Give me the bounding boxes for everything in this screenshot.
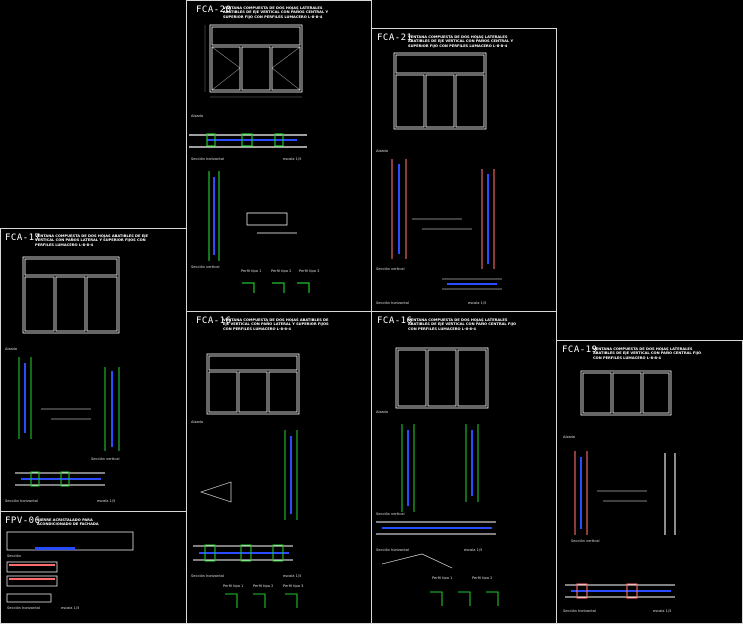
label-escala: escala 1/5	[97, 499, 116, 503]
label-seccion-vertical: Sección vertical	[191, 265, 220, 269]
sheet-code: FCA-21	[377, 33, 413, 43]
label-perfil-2: Perfil tipo 2	[271, 269, 292, 273]
sheet-fca-20[interactable]: FCA-20 VENTANA COMPUESTA DE DOS HOJAS LA…	[186, 0, 372, 312]
sheet-fca-16-right[interactable]: FCA-16 VENTANA COMPUESTA DE DOS HOJAS LA…	[371, 311, 557, 624]
label-seccion-vertical: Sección vertical	[91, 457, 120, 461]
label-escala: escala 1/5	[283, 574, 302, 578]
sheet-code: FCA-16	[377, 316, 413, 326]
sheet-code: FCA-19	[562, 345, 598, 355]
window-elevation	[15, 256, 120, 487]
sheet-code: FCA-16	[196, 316, 232, 326]
label-perfil-1: Perfil tipo 1	[432, 576, 453, 580]
label-alzado: Alzado	[5, 347, 18, 351]
label-seccion-vertical: Sección vertical	[376, 267, 405, 271]
sheet-description: VENTANA COMPUESTA DE DOS HOJAS LATERALES…	[408, 318, 517, 331]
glazing-section	[6, 531, 134, 603]
label-seccion-horizontal: Sección horizontal	[191, 157, 224, 161]
label-seccion-horizontal: Sección horizontal	[7, 606, 40, 610]
sheet-description: VENTANA COMPUESTA DE DOS HOJAS ABATIBLES…	[223, 318, 329, 331]
label-escala: escala 1/5	[61, 606, 80, 610]
sheet-fca-21[interactable]: FCA-21 VENTANA COMPUESTA DE DOS HOJAS LA…	[371, 28, 557, 312]
label-seccion: Sección	[7, 554, 21, 558]
label-alzado: Alzado	[191, 420, 204, 424]
label-perfil-2: Perfil tipo 2	[472, 576, 493, 580]
label-escala: escala 1/5	[283, 157, 302, 161]
label-seccion-horizontal: Sección horizontal	[376, 301, 409, 305]
label-seccion-horizontal: Sección horizontal	[191, 574, 224, 578]
label-alzado: Alzado	[191, 114, 204, 118]
sheet-description: VENTANA COMPUESTA DE DOS HOJAS LATERALES…	[593, 347, 702, 360]
label-seccion-horizontal: Sección horizontal	[563, 609, 596, 613]
label-perfil-1: Perfil tipo 1	[241, 269, 262, 273]
label-perfil-3: Perfil tipo 3	[299, 269, 320, 273]
window-elevation	[565, 370, 676, 599]
sheet-code: FCA-17	[5, 233, 41, 243]
sheet-fpv-06[interactable]: FPV-06 CIERRE ACRISTALADO PARA ACONDICIO…	[0, 511, 187, 624]
window-elevation	[391, 52, 502, 290]
window-elevation	[193, 353, 300, 608]
sheet-code: FCA-20	[196, 5, 232, 15]
sheet-description: VENTANA COMPUESTA DE DOS HOJAS ABATIBLES…	[35, 234, 148, 247]
label-escala: escala 1/5	[653, 609, 672, 613]
label-alzado: Alzado	[376, 410, 389, 414]
sheet-description: VENTANA COMPUESTA DE DOS HOJAS LATERALES…	[408, 35, 514, 48]
sheet-fca-17[interactable]: FCA-17 VENTANA COMPUESTA DE DOS HOJAS AB…	[0, 228, 187, 512]
window-elevation	[376, 347, 499, 606]
label-perfil-3: Perfil tipo 3	[283, 584, 304, 588]
sheet-fca-16-left[interactable]: FCA-16 VENTANA COMPUESTA DE DOS HOJAS AB…	[186, 311, 372, 624]
sheet-description: CIERRE ACRISTALADO PARA ACONDICIONADO DE…	[37, 518, 99, 527]
label-seccion-horizontal: Sección horizontal	[376, 548, 409, 552]
label-alzado: Alzado	[563, 435, 576, 439]
sheet-code: FPV-06	[5, 516, 41, 526]
label-alzado: Alzado	[376, 149, 389, 153]
label-escala: escala 1/5	[464, 548, 483, 552]
window-elevation	[189, 24, 310, 293]
label-seccion-vertical: Sección vertical	[376, 512, 405, 516]
label-escala: escala 1/5	[468, 301, 487, 305]
label-seccion-horizontal: Sección horizontal	[5, 499, 38, 503]
label-seccion-vertical: Sección vertical	[571, 539, 600, 543]
label-perfil-1: Perfil tipo 1	[223, 584, 244, 588]
label-perfil-2: Perfil tipo 2	[253, 584, 274, 588]
sheet-description: VENTANA COMPUESTA DE DOS HOJAS LATERALES…	[223, 6, 329, 19]
sheet-fca-19[interactable]: FCA-19 VENTANA COMPUESTA DE DOS HOJAS LA…	[556, 340, 743, 624]
